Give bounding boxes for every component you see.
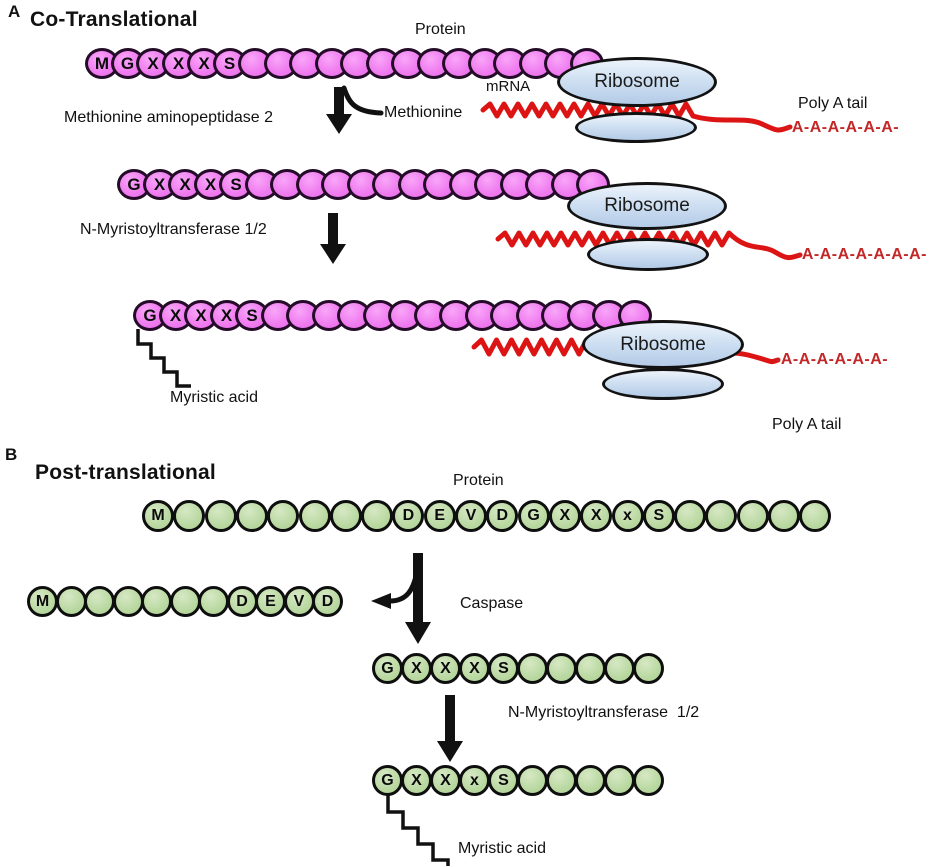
polya-title-bottom: Poly A tail xyxy=(772,416,842,433)
arrow-nmt-cotranslational xyxy=(320,213,346,264)
panel-a-letter: A xyxy=(8,2,21,21)
ribosome-1-label: Ribosome xyxy=(594,71,680,92)
protein-label-a: Protein xyxy=(415,21,466,38)
methionine-label: Methionine xyxy=(384,104,463,121)
panel-a-title: Co-Translational xyxy=(30,8,198,31)
myristic-label-a: Myristic acid xyxy=(170,389,259,406)
ribosome-3-label: Ribosome xyxy=(620,333,706,355)
polya-title-top: Poly A tail xyxy=(798,95,868,112)
ribosome-1-small-subunit xyxy=(575,112,697,143)
ribosome-2-label: Ribosome xyxy=(604,195,690,216)
ribosome-2-large-subunit: Ribosome xyxy=(567,182,727,230)
myristic-label-b: Myristic acid xyxy=(458,840,547,857)
arrow-nmt-posttranslational xyxy=(437,695,463,762)
mrna-label: mRNA xyxy=(486,78,531,95)
methionine-release-curve xyxy=(341,85,384,116)
myristic-acid-chain-a xyxy=(136,329,191,388)
polya-sequence-row1: -A-A-A-A-A-A- xyxy=(786,119,900,136)
arrow-met-aminopeptidase xyxy=(326,87,352,134)
ribosome-2-small-subunit xyxy=(587,238,709,271)
ribosome-3-small-subunit xyxy=(602,368,724,400)
mrna-strand-row1 xyxy=(480,101,793,133)
myristic-acid-chain-b xyxy=(386,795,450,866)
polya-sequence-row3: -A-A-A-A-A-A- xyxy=(775,351,889,368)
polya-sequence-row2: -A-A-A-A-A-A-A- xyxy=(796,246,928,263)
ribosome-1-large-subunit: Ribosome xyxy=(557,57,717,107)
enzyme-label-nmt-a: N-Myristoyltransferase 1/2 xyxy=(80,221,267,238)
enzyme-label-map2: Methionine aminopeptidase 2 xyxy=(64,109,274,126)
enzyme-label-caspase: Caspase xyxy=(460,595,524,612)
mrna-strand-row2 xyxy=(495,230,803,261)
enzyme-label-nmt-b: N-Myristoyltransferase 1/2 xyxy=(508,704,700,721)
panel-b-letter: B xyxy=(5,445,18,464)
caspase-release-curve xyxy=(371,564,421,609)
panel-b-title: Post-translational xyxy=(35,461,216,484)
protein-label-b: Protein xyxy=(453,472,504,489)
